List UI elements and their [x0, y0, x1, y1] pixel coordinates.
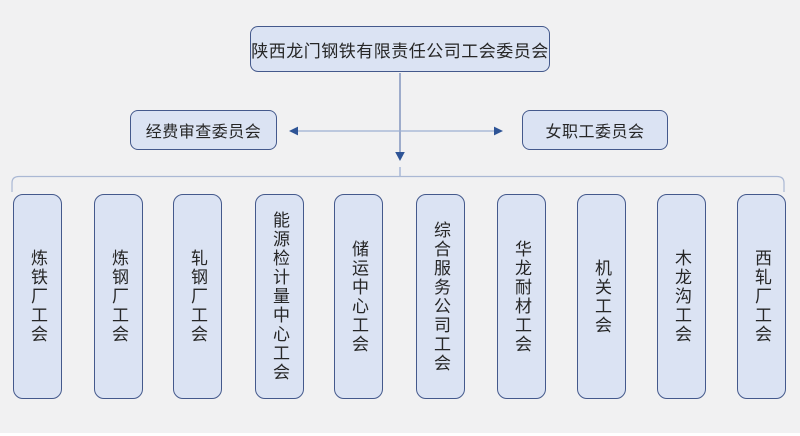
bottom-edge-divider [0, 433, 800, 436]
committee-label: 经费审查委员会 [145, 124, 262, 141]
unit-box-lientie: 炼铁厂工会 [13, 194, 62, 399]
unit-box-hualong: 华龙耐材工会 [497, 194, 546, 399]
committee-box-female-workers: 女职工委员会 [522, 110, 668, 150]
root-label: 陕西龙门钢铁有限责任公司工会委员会 [251, 41, 549, 61]
committee-box-funds-review: 经费审查委员会 [130, 110, 277, 150]
unit-label: 能源检计量中心工会 [270, 211, 289, 382]
unit-label: 综合服务公司工会 [431, 220, 450, 373]
unit-label: 机关工会 [592, 258, 611, 335]
unit-label: 炼铁厂工会 [28, 249, 47, 344]
unit-box-liangang: 炼钢厂工会 [94, 194, 143, 399]
unit-box-services-company: 综合服务公司工会 [416, 194, 465, 399]
unit-box-energy-center: 能源检计量中心工会 [255, 194, 304, 399]
arrow-right-icon [494, 126, 503, 136]
arrow-left-icon [289, 126, 298, 136]
unit-label: 炼钢厂工会 [109, 249, 128, 344]
root-box: 陕西龙门钢铁有限责任公司工会委员会 [250, 26, 550, 72]
unit-box-zhagang: 轧钢厂工会 [173, 194, 222, 399]
committee-label: 女职工委员会 [545, 124, 645, 141]
unit-label: 轧钢厂工会 [188, 249, 207, 344]
unit-label: 木龙沟工会 [672, 249, 691, 344]
unit-box-xizha: 西轧厂工会 [737, 194, 786, 399]
unit-box-jiguan: 机关工会 [577, 194, 626, 399]
arrow-down-icon [395, 152, 405, 161]
unit-label: 华龙耐材工会 [512, 239, 531, 354]
unit-box-mulonggou: 木龙沟工会 [657, 194, 706, 399]
unit-box-storage-center: 储运中心工会 [334, 194, 383, 399]
unit-label: 西轧厂工会 [752, 249, 771, 344]
unit-label: 储运中心工会 [349, 239, 368, 354]
